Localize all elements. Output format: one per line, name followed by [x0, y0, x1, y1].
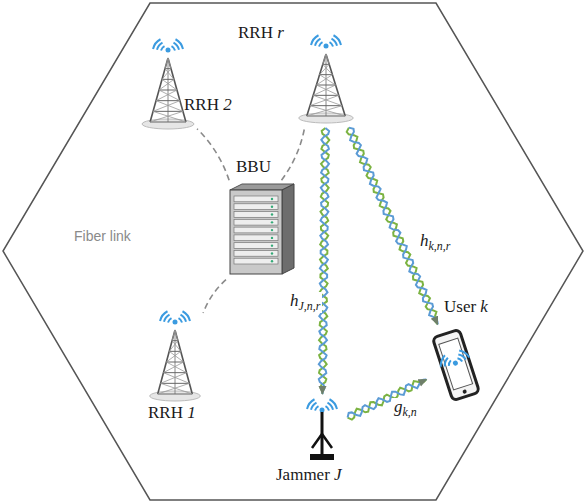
- fiber-link: [197, 129, 229, 181]
- rrh-tower: RRH 2: [140, 34, 196, 130]
- user-phone: User k: [430, 328, 482, 402]
- wireless-link: [347, 128, 438, 325]
- wireless-link: [348, 379, 427, 419]
- rrh-tower: RRH 1: [148, 306, 202, 402]
- link-label: Fiber link: [72, 228, 133, 244]
- wireless-link: [319, 128, 330, 394]
- channel-label: hJ,n,r: [288, 292, 322, 313]
- fiber-link: [281, 126, 304, 180]
- rrh-tower-icon: [148, 306, 202, 402]
- node-label: RRH 1: [148, 404, 196, 423]
- node-label: BBU: [236, 158, 271, 177]
- rrh-tower: RRH r: [296, 30, 356, 124]
- jammer-antenna: Jammer J: [300, 398, 344, 462]
- node-label: Jammer J: [276, 466, 342, 485]
- rrh-tower-icon: [140, 34, 196, 130]
- user-phone-icon: [430, 328, 482, 402]
- bbu-server: BBU: [224, 182, 296, 278]
- node-label: User k: [444, 298, 488, 317]
- bbu-server-icon: [224, 182, 296, 278]
- jammer-antenna-icon: [300, 398, 344, 462]
- node-label: RRH r: [238, 24, 284, 43]
- fiber-link: [203, 280, 226, 313]
- rrh-tower-icon: [296, 30, 356, 124]
- channel-label: hk,n,r: [418, 232, 452, 253]
- node-label: RRH 2: [184, 96, 232, 115]
- channel-label: gk,n: [392, 398, 419, 419]
